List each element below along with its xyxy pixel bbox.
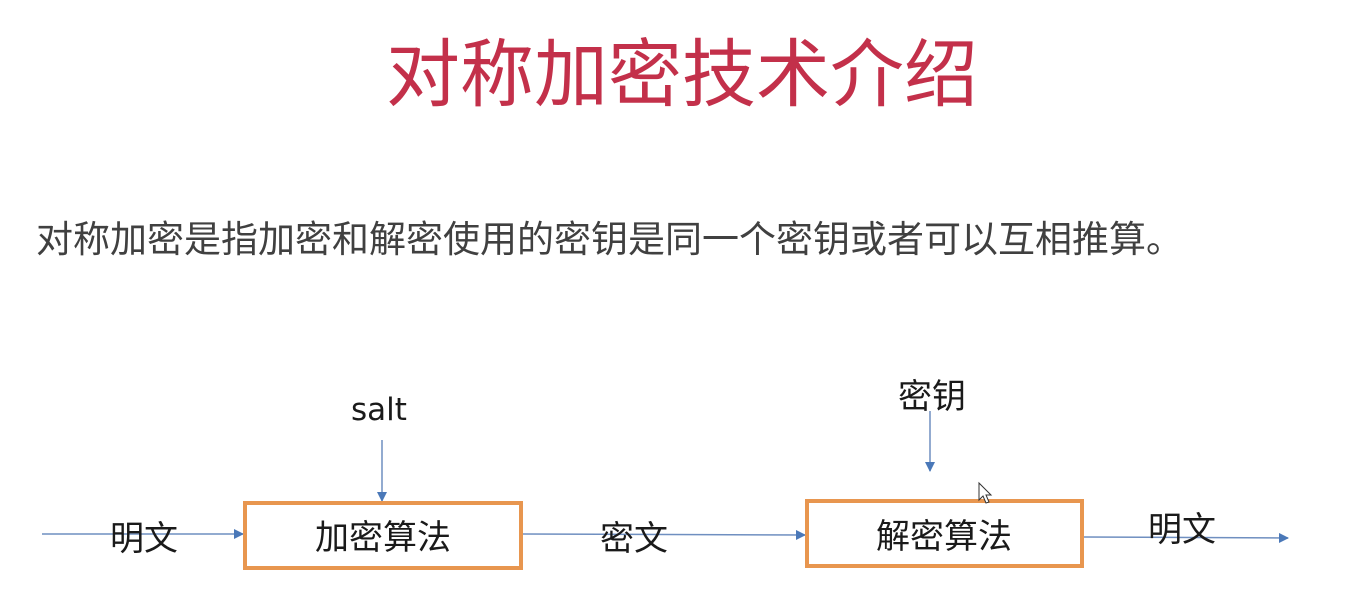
decrypt-algorithm-box xyxy=(805,499,1084,568)
decrypt-algorithm-label: 解密算法 xyxy=(876,517,1012,557)
encrypt-algorithm-label: 加密算法 xyxy=(315,518,451,558)
output-plaintext-label: 明文 xyxy=(1148,510,1216,550)
key-label: 密钥 xyxy=(898,377,966,417)
output-arrow xyxy=(1083,532,1289,543)
salt-label: salt xyxy=(351,392,407,428)
slide-description: 对称加密是指加密和解密使用的密钥是同一个密钥或者可以互相推算。 xyxy=(36,218,1183,261)
encrypt-algorithm-box xyxy=(243,501,523,570)
ciphertext-arrow xyxy=(522,529,806,540)
ciphertext-label: 密文 xyxy=(600,519,668,559)
slide-title: 对称加密技术介绍 xyxy=(386,32,978,118)
mouse-cursor-icon xyxy=(978,481,993,504)
input-plaintext-label: 明文 xyxy=(110,519,178,559)
